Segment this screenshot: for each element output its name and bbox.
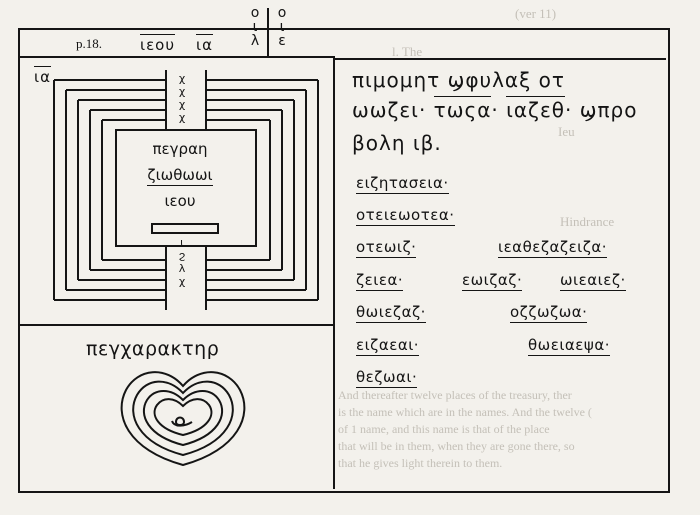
name-entry: οτεωιζ· (356, 238, 417, 258)
seal-top-column-char: χ (178, 72, 186, 85)
name-entry: ωιεαιεζ· (560, 271, 626, 291)
left-mid-rule (18, 324, 334, 326)
header-col-1-char: ο (250, 5, 260, 21)
right-top-rule (333, 58, 666, 60)
seal-ring-3 (77, 99, 295, 281)
right-line-2-d: ϣπρο (579, 98, 638, 122)
seal-bottom-column-char: ι (180, 236, 184, 249)
header-col-2-char: ο (277, 5, 287, 21)
panel-divider (333, 56, 335, 489)
seal-bottom-bracket (151, 223, 219, 234)
outer-frame (18, 28, 670, 493)
seal-ring-1 (53, 79, 319, 301)
ghost-mid-3: Hindrance (560, 214, 615, 229)
name-entry: ειζητασεια· (356, 174, 449, 194)
name-entry: ιεαθεζαζειζα· (498, 238, 608, 258)
seal-center-line: ζιωθωωι (120, 162, 240, 188)
name-entry: θωειαεψα· (528, 336, 610, 356)
name-entry: ζειεα· (356, 271, 404, 291)
ghost-top-right: (ver 11) (515, 6, 557, 21)
seal-bottom-column: ι ϩ λ χ (170, 236, 194, 288)
right-line-2: ωωζει· τωςα· ιαζεθ· ϣπρο (352, 96, 638, 122)
seal-center-line: ιεου (164, 192, 196, 210)
name-entry: οζζωζωα· (510, 303, 588, 323)
name-entry: εωιζαζ· (462, 271, 523, 291)
seal-inner-square (115, 129, 257, 247)
ghost-para-2: is the name which are in the names. And … (338, 405, 592, 419)
page-ref: p.18. (76, 36, 102, 51)
seal-bottom-column-char: χ (178, 275, 186, 288)
right-line-3: βολη ιβ. (352, 131, 442, 155)
header-name: ιεου (140, 34, 176, 54)
header-col-2: ο ι ε (272, 6, 292, 48)
heart-figure (120, 371, 246, 467)
ghost-mid-1: l. The (392, 44, 423, 59)
seal-diagram (53, 70, 319, 310)
seal-center-line-text: ζιωθωωι (147, 166, 213, 186)
header-col-2-char: ε (278, 33, 286, 49)
header-divider (267, 8, 269, 56)
seal-top-column-char: χ (178, 98, 186, 111)
name-entry: οτειεωοτεα· (356, 206, 455, 226)
right-line-2-b: τωςα (433, 96, 492, 122)
ghost-para-5: that he gives light therein to them. (338, 456, 503, 470)
header-number: ια (196, 34, 213, 54)
seal-top-column: χ χ χ χ (170, 72, 194, 124)
seal-ring-4 (89, 109, 283, 271)
seal-ring-2 (65, 89, 307, 291)
header-col-1-char: λ (250, 33, 260, 49)
name-entry: θεζωαι· (356, 368, 418, 388)
header-col-2-char: ι (279, 19, 285, 35)
right-line-2-a: ωωζει (352, 98, 419, 122)
seal-corner-label: ια (34, 66, 51, 86)
ghost-mid-2: Ieu (558, 124, 575, 139)
name-entry: θωιεζαζ· (356, 303, 426, 323)
heart-inner-mark (171, 416, 193, 427)
seal-center-line: πεγραη (152, 140, 208, 158)
seal-bottom-column-char: ϩ (178, 249, 186, 262)
ghost-para-3: of 1 name, and this name is that of the … (338, 422, 550, 436)
seal-top-column-char: χ (178, 85, 186, 98)
ghost-para-4: that will be in them, when they are gone… (338, 439, 575, 453)
seal-ring-5 (101, 119, 271, 261)
seal-top-column-char: χ (178, 111, 186, 124)
seal-bottom-column-char: λ (178, 262, 186, 275)
character-label: πεγχαρακτηρ (86, 338, 220, 360)
ghost-para-1: And thereafter twelve places of the trea… (338, 388, 572, 402)
name-entry: ειζαεαι· (356, 336, 420, 356)
right-line-1: πιμομητ ϣφυλαξ οτ (352, 68, 565, 92)
header-col-1: ο ι λ (245, 6, 265, 48)
seal-center-text: πεγραη ζιωθωωι ιεου (120, 136, 240, 214)
right-line-2-c: ιαζεθ (506, 96, 565, 122)
header-rule (18, 56, 334, 58)
header-col-1-char: ι (252, 19, 258, 35)
